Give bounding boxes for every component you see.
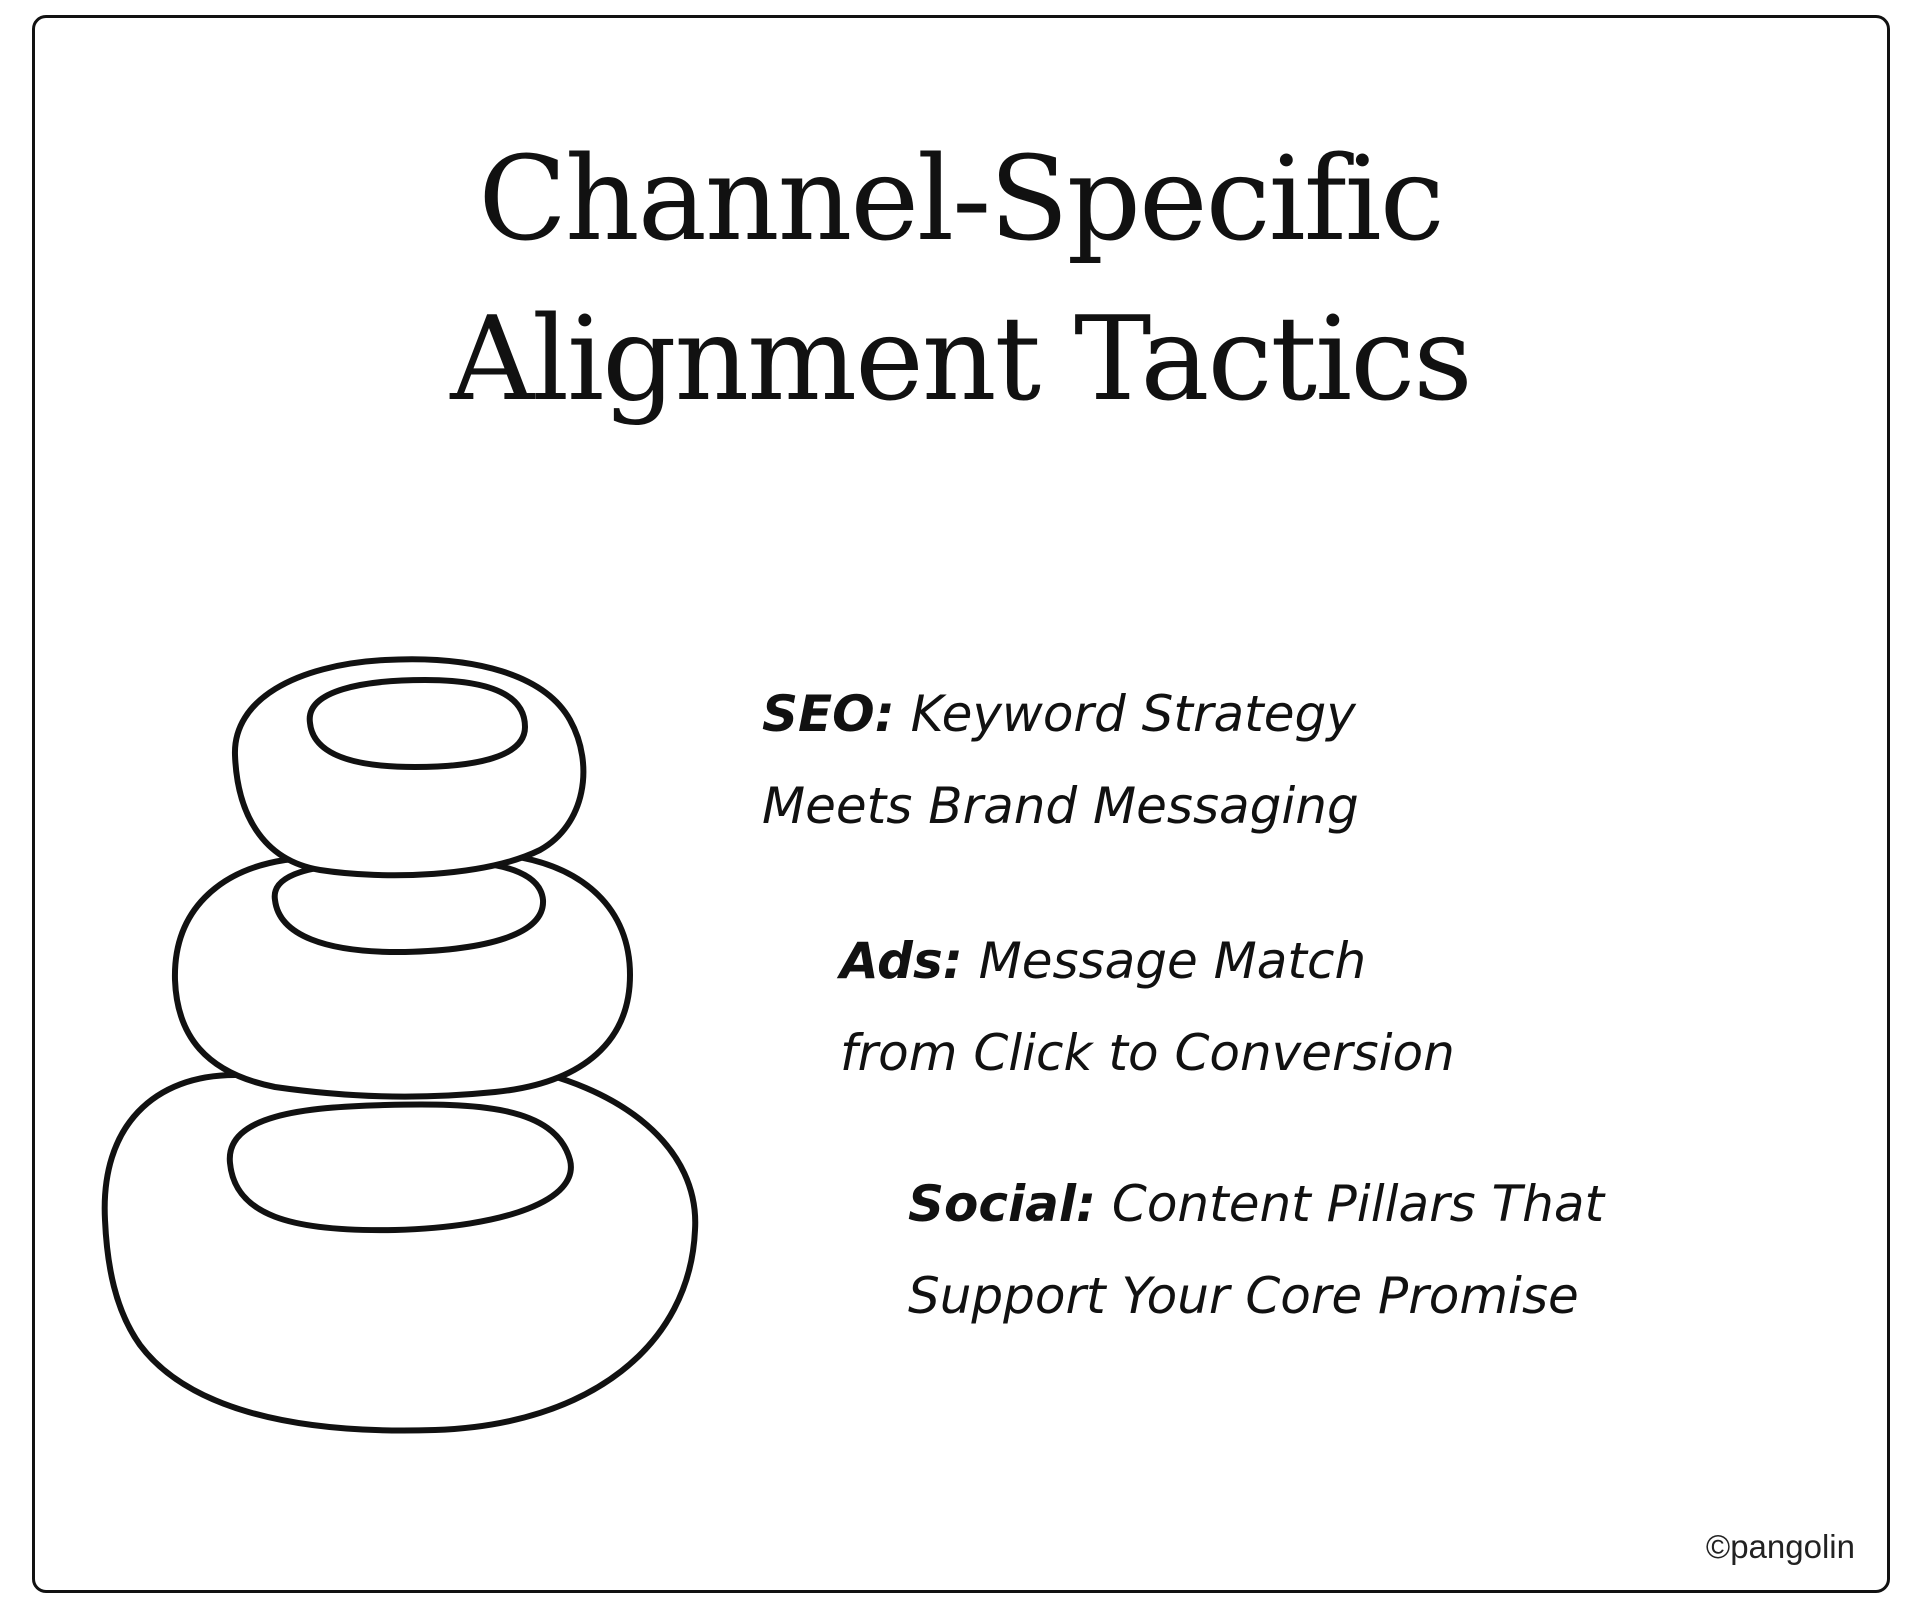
tactic-social-line-2: Support Your Core Promise	[908, 1267, 1579, 1325]
tactic-ads-label: Ads:	[840, 932, 963, 990]
tactic-seo-label: SEO:	[762, 685, 895, 743]
tactic-seo-line-1-rest: Keyword Strategy	[894, 685, 1356, 743]
tactic-seo-line-1: SEO: Keyword Strategy	[762, 668, 1359, 760]
tactic-seo-line-2: Meets Brand Messaging	[762, 777, 1359, 835]
top-ring-inner	[306, 677, 528, 770]
copyright-text: ©pangolin	[1705, 1528, 1855, 1565]
bottom-ring-inner	[226, 1101, 574, 1234]
title-line-2: Alignment Tactics	[450, 292, 1472, 427]
tactic-social-label: Social:	[908, 1175, 1097, 1233]
title-line-1: Channel-Specific	[478, 132, 1444, 267]
tactic-seo: SEO: Keyword Strategy Meets Brand Messag…	[762, 668, 1359, 852]
tactic-social-line-1: Social: Content Pillars That	[908, 1158, 1604, 1250]
tactic-ads-line-2: from Click to Conversion	[840, 1024, 1455, 1082]
tactic-ads: Ads: Message Match from Click to Convers…	[840, 915, 1455, 1099]
page-title: Channel-Specific Alignment Tactics	[0, 120, 1921, 440]
tactic-ads-line-1: Ads: Message Match	[840, 915, 1455, 1007]
tactic-social: Social: Content Pillars That Support You…	[908, 1158, 1604, 1342]
tactic-ads-line-1-rest: Message Match	[962, 932, 1367, 990]
tactic-social-line-1-rest: Content Pillars That	[1096, 1175, 1605, 1233]
stacked-rings-icon	[101, 656, 699, 1434]
